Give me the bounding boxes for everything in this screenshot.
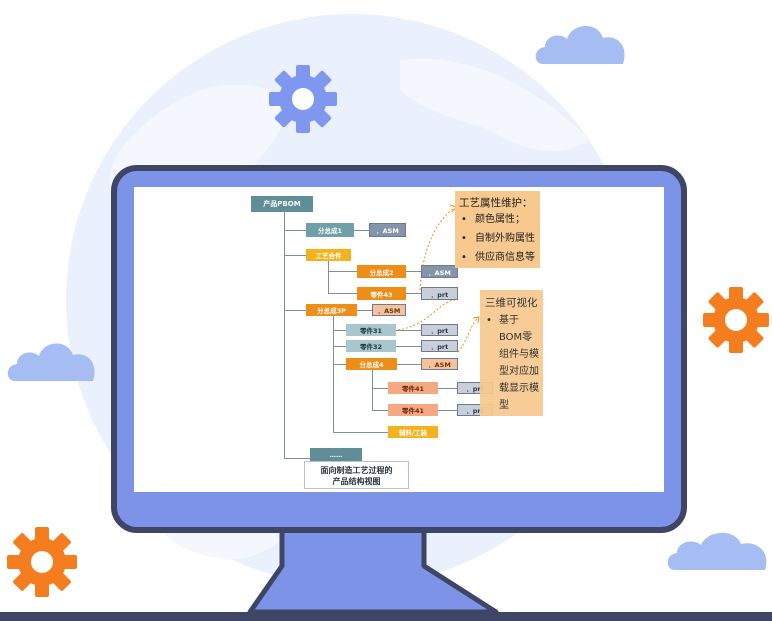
- callout-item: 自制外购属性: [459, 229, 536, 248]
- cloud-icon: [535, 26, 625, 64]
- node-sub1-ext: ．ASM: [369, 223, 406, 237]
- tree-connector: [372, 388, 388, 389]
- callout-line: 组件与模: [499, 349, 539, 360]
- node-more: ……: [310, 448, 362, 461]
- tree-connector: [372, 410, 388, 411]
- callout-line: BOM零: [499, 332, 533, 343]
- tree-connector: [372, 370, 373, 410]
- node-sub2: 分总成2: [357, 265, 406, 278]
- callout-title: 工艺属性维护：: [459, 197, 533, 209]
- tree-connector: [328, 293, 357, 294]
- tree-connector: [406, 271, 421, 272]
- tree-connector: [333, 330, 346, 331]
- node-sub1: 分总成1: [306, 223, 354, 237]
- tree-connector: [284, 458, 310, 459]
- tree-connector: [354, 230, 369, 231]
- callout-line: 基于: [499, 315, 519, 326]
- node-aux: 辅料/工装: [388, 426, 438, 438]
- tree-connector: [333, 316, 334, 433]
- tree-connector: [333, 346, 346, 347]
- tree-connector: [328, 271, 357, 272]
- callout-3d-visualization: 三维可视化 • 基于 BOM零 组件与模 型对应加 载显示模 型: [480, 290, 543, 416]
- gear-icon: [7, 527, 77, 597]
- node-part31-ext: ．prt: [421, 324, 458, 336]
- tree-connector: [333, 432, 388, 433]
- node-sub3p: 分总成3P: [306, 304, 357, 316]
- tree-connector: [396, 330, 421, 331]
- tree-connector: [396, 346, 421, 347]
- node-part41a: 零件41: [388, 382, 438, 394]
- cloud-icon: [667, 532, 767, 570]
- tree-connector: [406, 293, 421, 294]
- callout-line: 载显示模: [499, 383, 539, 394]
- diagram-caption: 面向制造工艺过程的 产品结构视图: [304, 461, 409, 489]
- callout-line: 型: [499, 400, 509, 411]
- callout-body: • 基于 BOM零 组件与模 型对应加 载显示模 型: [483, 312, 540, 414]
- tree-connector: [333, 364, 346, 365]
- node-root: 产品PBOM: [251, 196, 313, 212]
- tree-connector: [438, 388, 457, 389]
- gear-icon: [269, 65, 337, 133]
- gear-icon: [703, 287, 769, 353]
- tree-connector: [357, 310, 372, 311]
- node-sub2-ext: ．ASM: [421, 265, 458, 278]
- tree-connector: [284, 230, 306, 231]
- node-craft: 工艺合件: [306, 249, 351, 261]
- node-sub3p-ext: ．ASM: [372, 304, 406, 316]
- callout-item: 颜色属性；: [459, 210, 536, 229]
- cloud-icon: [7, 343, 95, 381]
- node-part41b: 零件41: [388, 404, 438, 416]
- tree-connector: [284, 255, 306, 256]
- tree-connector: [328, 261, 329, 293]
- node-part43: 零件43: [357, 287, 406, 300]
- tree-connector: [284, 310, 306, 311]
- node-part43-ext: ．prt: [421, 287, 458, 300]
- node-sub4: 分总成4: [346, 358, 397, 370]
- node-part31: 零件31: [346, 324, 396, 336]
- tree-connector: [284, 212, 285, 458]
- callout-title: 三维可视化: [485, 297, 538, 309]
- node-sub4-ext: ．ASM: [421, 358, 458, 370]
- tree-connector: [397, 364, 421, 365]
- callout-list: 颜色属性； 自制外购属性 供应商信息等: [459, 210, 536, 267]
- tree-connector: [438, 410, 457, 411]
- callout-process-attributes: 工艺属性维护： 颜色属性； 自制外购属性 供应商信息等: [455, 191, 540, 268]
- caption-line: 面向制造工艺过程的: [320, 466, 393, 475]
- callout-item: 供应商信息等: [459, 248, 536, 267]
- node-part32-ext: ．prt: [421, 340, 458, 352]
- bullet-icon: •: [486, 315, 492, 326]
- caption-line: 产品结构视图: [332, 477, 381, 486]
- monitor-screen: [134, 187, 664, 492]
- callout-line: 型对应加: [499, 366, 539, 377]
- node-part32: 零件32: [346, 340, 396, 352]
